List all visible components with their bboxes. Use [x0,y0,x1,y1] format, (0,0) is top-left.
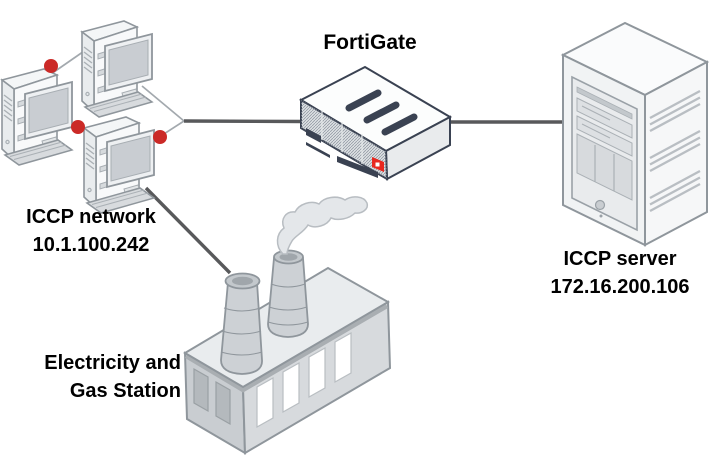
network-node-dot [153,130,167,144]
fortigate-icon [298,65,453,181]
server-icon [560,21,710,247]
iccp-network-cluster [1,20,167,214]
workstation-icon [81,20,153,118]
network-to-fortigate-line [183,119,304,124]
factory-icon [183,196,392,455]
network-to-station-line [144,186,232,275]
network-node-dot [44,59,58,73]
workstation-icon [1,68,73,166]
workstation-icon [83,116,155,214]
network-node-dot [71,120,85,134]
smoke-icon [276,196,369,255]
lan-link-line [141,85,185,122]
